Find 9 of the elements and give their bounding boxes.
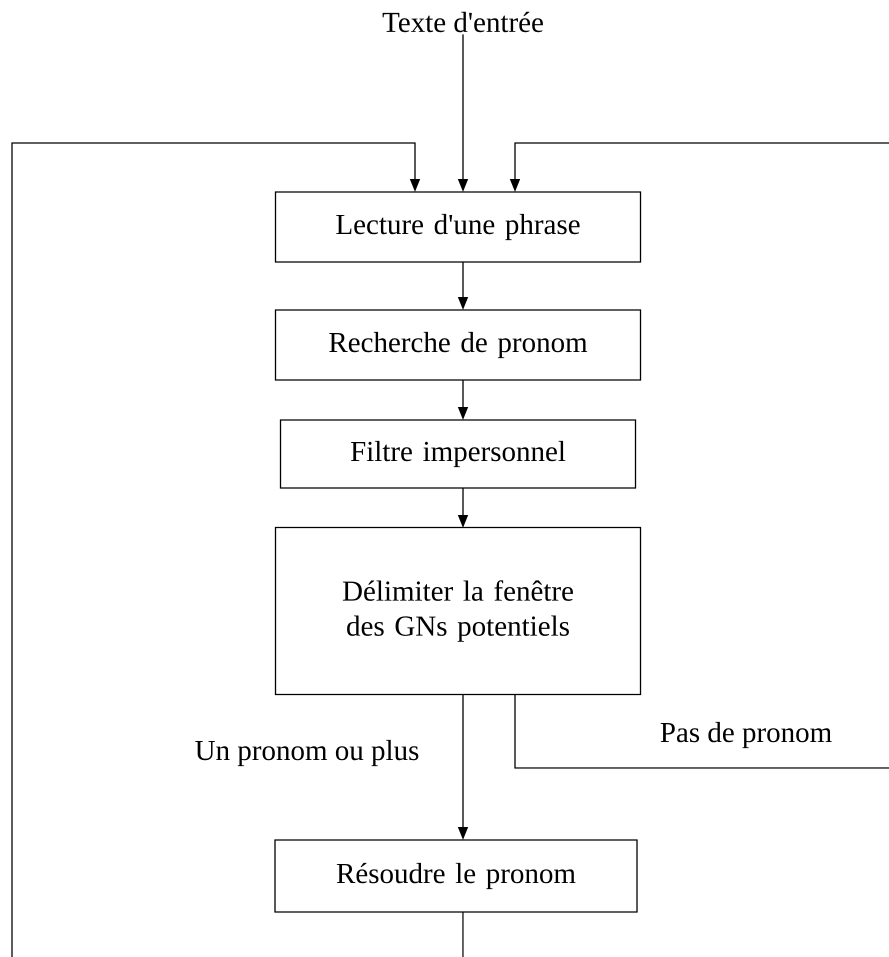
input-label: Texte d'entrée [382,12,543,32]
process-box: Recherche de pronom [274,309,642,381]
arrow [11,142,464,957]
process-box: Filtre impersonnel [280,419,636,489]
process-box: Lecture d'une phrase [274,191,642,263]
process-box: Délimiter la fenêtre des GNs potentiels [274,526,642,696]
edge-label: Pas de pronom [658,720,834,750]
edge-label: Un pronom ou plus [192,738,422,768]
process-box: Résoudre le pronom [274,839,638,913]
